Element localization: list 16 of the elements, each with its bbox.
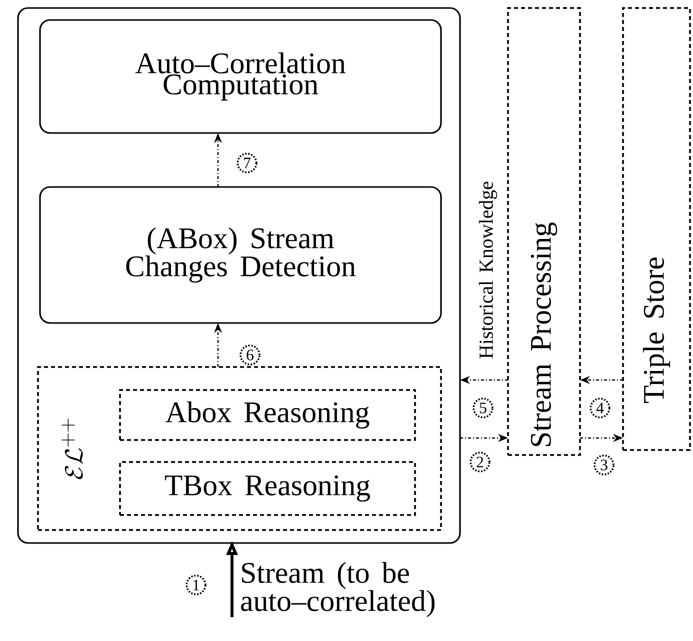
stream-label: Stream (to be auto–correlated) bbox=[241, 562, 435, 618]
edge-label: 2 bbox=[470, 452, 490, 472]
component-box: TBox Reasoning bbox=[119, 461, 416, 516]
component-box: Abox Reasoning bbox=[119, 389, 416, 441]
edge-label: 5 bbox=[472, 398, 494, 418]
component-box: Triple Store bbox=[622, 7, 691, 451]
edge-label: 3 bbox=[594, 454, 614, 476]
process-box: Auto–Correlation Computation bbox=[39, 19, 442, 134]
edge-label: 4 bbox=[590, 398, 610, 418]
edge-label: 1 bbox=[186, 574, 206, 596]
edge-label: 7 bbox=[236, 152, 258, 174]
rotated-label: Historical Knowledge bbox=[478, 182, 498, 358]
edge-label: 6 bbox=[240, 344, 260, 366]
process-box: (ABox) Stream Changes Detection bbox=[39, 186, 442, 324]
component-box: Stream Processing bbox=[507, 7, 581, 456]
system-box bbox=[17, 7, 461, 544]
